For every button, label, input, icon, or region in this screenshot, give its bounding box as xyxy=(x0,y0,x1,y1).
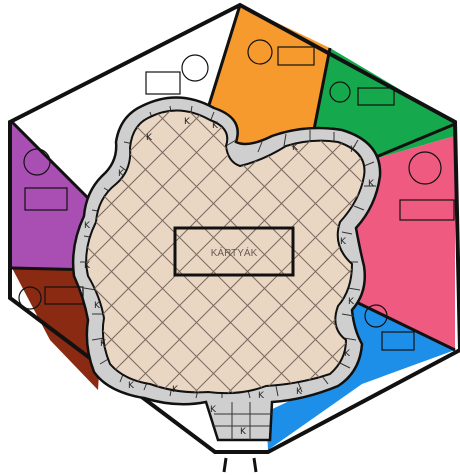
hatch-line xyxy=(0,0,9,475)
card-deck-label: KÁRTYÁK xyxy=(211,246,258,259)
hatch-line xyxy=(0,0,9,475)
start-ticks xyxy=(224,458,256,472)
